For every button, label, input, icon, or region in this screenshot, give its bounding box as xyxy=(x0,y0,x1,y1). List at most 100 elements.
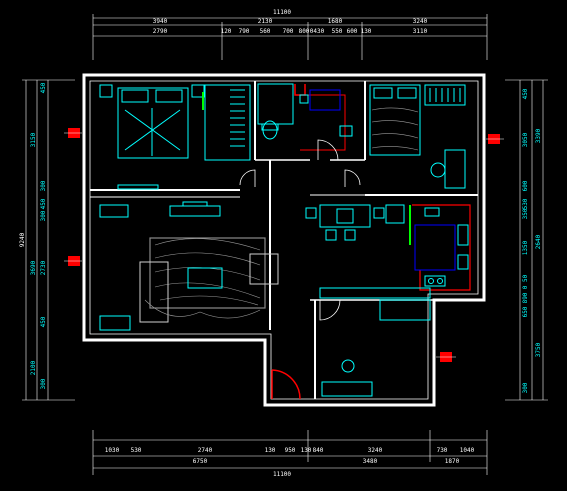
second-bedroom xyxy=(369,84,466,189)
right-sub-dim: 1350 xyxy=(522,240,529,255)
right-sub-dim: 450 xyxy=(522,88,529,99)
bottom-sub-dim: 1030 xyxy=(105,447,120,454)
left-sub-dim: 2100 xyxy=(30,360,37,375)
master-bedroom xyxy=(99,84,251,190)
top-dim-1: 3940 xyxy=(153,18,168,25)
kitchen-counter-outline xyxy=(412,204,471,291)
wardrobe xyxy=(204,84,251,161)
left-overall-dim: 9240 xyxy=(19,232,26,247)
top-dimension-chain: 11100 3940 2130 1680 3240 2790 120 790 5… xyxy=(92,9,488,60)
exterior-walls xyxy=(82,73,486,407)
top-sub-dim: 700 xyxy=(283,28,294,35)
study-desk xyxy=(379,299,431,321)
bottom-dim: 6750 xyxy=(193,458,208,465)
left-sub-dim: 2730 xyxy=(40,260,47,275)
tv-cabinet xyxy=(99,204,129,218)
left-dimension-chain: 9240 450 3150 300 450 300 2730 3690 450 … xyxy=(19,79,75,401)
wardrobe xyxy=(424,84,466,106)
left-sub-dim: 3690 xyxy=(30,260,37,275)
vanity-outline xyxy=(309,89,341,111)
desk xyxy=(444,149,466,189)
entry-door[interactable] xyxy=(271,369,301,400)
rug-pattern xyxy=(154,238,261,306)
dining-table xyxy=(319,204,371,228)
chair-icon xyxy=(341,359,355,373)
door-swing-icon[interactable] xyxy=(317,139,339,161)
bathroom-wall-outline xyxy=(300,94,346,151)
bottom-dim: 3480 xyxy=(363,458,378,465)
bathroom xyxy=(257,83,353,161)
bottom-overall-dim: 11100 xyxy=(273,471,291,478)
tv-console xyxy=(169,205,221,217)
bottom-sub-dim: 3240 xyxy=(368,447,383,454)
right-sub-dim: 650 xyxy=(522,306,529,317)
door-swing-icon[interactable] xyxy=(319,299,341,321)
tv-icon xyxy=(182,201,208,207)
right-dimension-chain: 450 3050 3390 600 530 350 1350 2640 0 50… xyxy=(505,79,548,401)
bottom-sub-dim: 130 xyxy=(265,447,276,454)
wardrobe xyxy=(319,287,431,299)
living-room xyxy=(99,201,279,331)
stove-icon xyxy=(424,275,446,287)
bottom-sub-dim: 950 xyxy=(285,447,296,454)
section-marker-right-top xyxy=(486,134,504,144)
section-marker-left-mid xyxy=(64,256,82,266)
bed-cover-pattern xyxy=(371,107,419,151)
bottom-sub-dim: 730 xyxy=(437,447,448,454)
toilet-tank xyxy=(261,123,279,131)
third-bedroom xyxy=(319,287,431,397)
left-sub-dim: 300 xyxy=(40,210,47,221)
top-dim-3: 1680 xyxy=(328,18,343,25)
dining-chair xyxy=(344,229,356,241)
right-sub-dim: 3050 xyxy=(522,132,529,147)
bottom-sub-dim: 2740 xyxy=(198,447,213,454)
top-sub-dim: 2790 xyxy=(153,28,168,35)
pillow xyxy=(155,89,183,103)
top-dim-2: 2130 xyxy=(258,18,273,25)
right-sub-dim: 3390 xyxy=(535,128,542,143)
top-sub-dim: 3110 xyxy=(413,28,428,35)
sink-icon xyxy=(424,207,440,217)
chair-icon xyxy=(430,162,446,178)
sink-icon xyxy=(339,125,353,137)
dining-chair xyxy=(373,207,385,219)
coffee-table xyxy=(187,267,223,289)
pillow xyxy=(121,89,149,103)
bottom-sub-dim: 1040 xyxy=(460,447,475,454)
fridge-icon xyxy=(385,204,405,224)
double-bed xyxy=(369,84,421,156)
right-sub-dim: 0 50 xyxy=(522,274,529,289)
left-sub-dim: 3150 xyxy=(30,132,37,147)
section-marker-right-bottom xyxy=(436,352,456,362)
right-sub-dim: 530 xyxy=(522,198,529,209)
right-sub-dim: 600 xyxy=(522,180,529,191)
bed-cover-pattern xyxy=(124,108,181,156)
armchair xyxy=(249,253,279,285)
top-sub-dim: 130 xyxy=(361,28,372,35)
nightstand xyxy=(99,84,113,98)
door-swing-icon[interactable] xyxy=(239,169,256,187)
top-sub-dim: 800 xyxy=(299,28,310,35)
side-cabinet xyxy=(99,315,131,331)
pillow xyxy=(397,87,417,99)
sofa xyxy=(139,261,169,323)
dining-chair xyxy=(305,207,317,219)
door-swing-icon[interactable] xyxy=(344,169,361,187)
plant-icon xyxy=(144,299,261,319)
top-sub-dim: 120 xyxy=(221,28,232,35)
bottom-dim: 1870 xyxy=(445,458,460,465)
top-sub-dim: 550 xyxy=(332,28,343,35)
top-sub-dim: 0430 xyxy=(310,28,325,35)
basin-icon xyxy=(299,94,309,104)
bottom-sub-dim: 840 xyxy=(313,447,324,454)
top-sub-dim: 790 xyxy=(239,28,250,35)
oven-icon xyxy=(457,254,469,270)
right-sub-dim: 3750 xyxy=(535,342,542,357)
nightstand xyxy=(191,84,205,98)
right-sub-dim: 890 xyxy=(522,292,529,303)
area-rug xyxy=(149,237,266,309)
bathroom-door-frame xyxy=(294,84,306,96)
burner-icon xyxy=(428,278,434,284)
